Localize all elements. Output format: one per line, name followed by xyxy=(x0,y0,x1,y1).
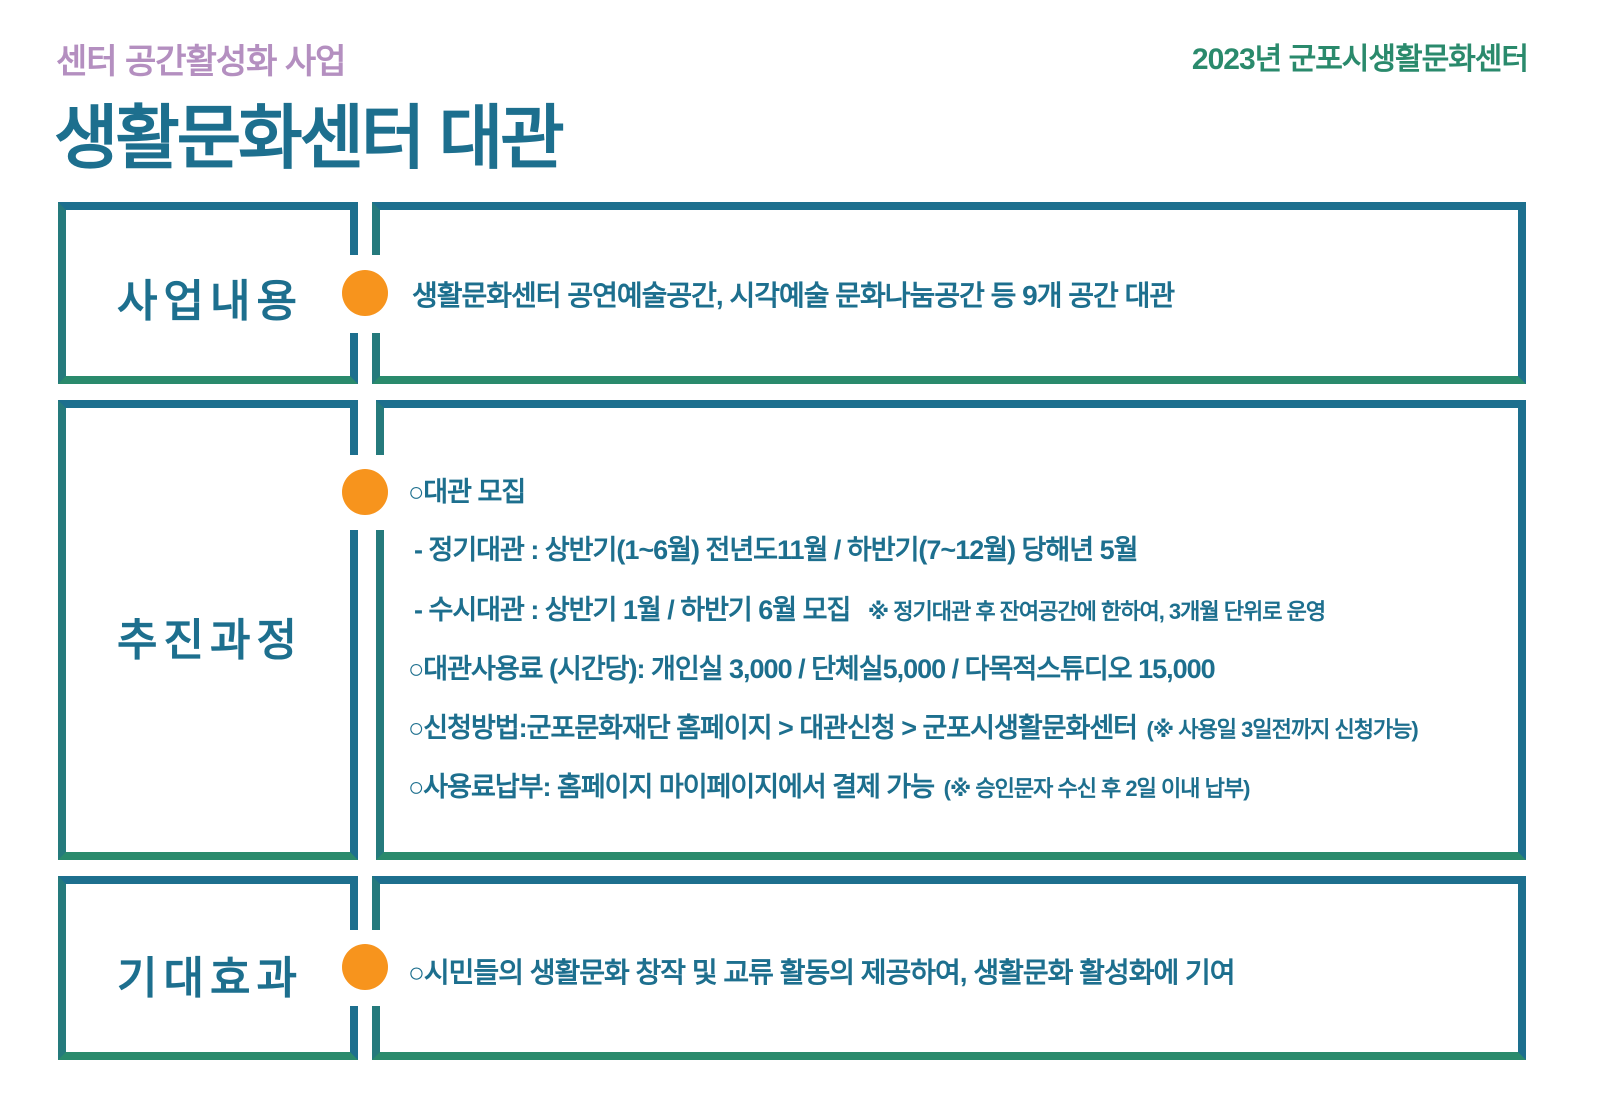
process-line-apply-main: ○신청방법:군포문화재단 홈페이지 > 대관신청 > 군포시생활문화센터 xyxy=(408,713,1138,743)
process-line-regular: - 정기대관 : 상반기(1~6월) 전년도11월 / 하반기(7~12월) 당… xyxy=(414,535,1138,565)
content-text: 생활문화센터 공연예술공간, 시각예술 문화나눔공간 등 9개 공간 대관 xyxy=(412,280,1175,311)
process-text-box xyxy=(376,400,1526,860)
organization-label: 2023년 군포시생활문화센터 xyxy=(1191,43,1529,76)
process-line-occasional: - 수시대관 : 상반기 1월 / 하반기 6월 모집 ※ 정기대관 후 잔여공… xyxy=(414,588,1326,627)
process-line-payment-note: (※ 승인문자 수신 후 2일 이내 납부) xyxy=(943,776,1251,801)
process-line-fee: ○대관사용료 (시간당): 개인실 3,000 / 단체실5,000 / 다목적… xyxy=(408,654,1216,684)
process-line-apply: ○신청방법:군포문화재단 홈페이지 > 대관신청 > 군포시생활문화센터 (※ … xyxy=(408,706,1419,745)
process-label-box xyxy=(58,400,358,860)
process-line-recruit: ○대관 모집 xyxy=(408,477,526,507)
process-label: 추진과정 xyxy=(117,616,303,665)
page-title: 생활문화센터 대관 xyxy=(54,99,565,177)
effect-bullet xyxy=(342,944,388,990)
process-line-occasional-main: - 수시대관 : 상반기 1월 / 하반기 6월 모집 xyxy=(414,595,851,625)
process-line-occasional-note: ※ 정기대관 후 잔여공간에 한하여, 3개월 단위로 운영 xyxy=(867,599,1326,624)
content-label: 사업내용 xyxy=(117,277,303,326)
process-line-payment: ○사용료납부: 홈페이지 마이페이지에서 결제 가능 (※ 승인문자 수신 후 … xyxy=(408,765,1251,804)
effect-text: ○시민들의 생활문화 창작 및 교류 활동의 제공하여, 생활문화 활성화에 기… xyxy=(408,957,1236,988)
process-bullet xyxy=(342,469,388,515)
content-bullet xyxy=(342,270,388,316)
process-line-payment-main: ○사용료납부: 홈페이지 마이페이지에서 결제 가능 xyxy=(408,772,935,802)
page-subtitle: 센터 공간활성화 사업 xyxy=(56,43,346,81)
effect-label: 기대효과 xyxy=(117,954,303,1003)
process-line-apply-note: (※ 사용일 3일전까지 신청가능) xyxy=(1146,717,1418,742)
